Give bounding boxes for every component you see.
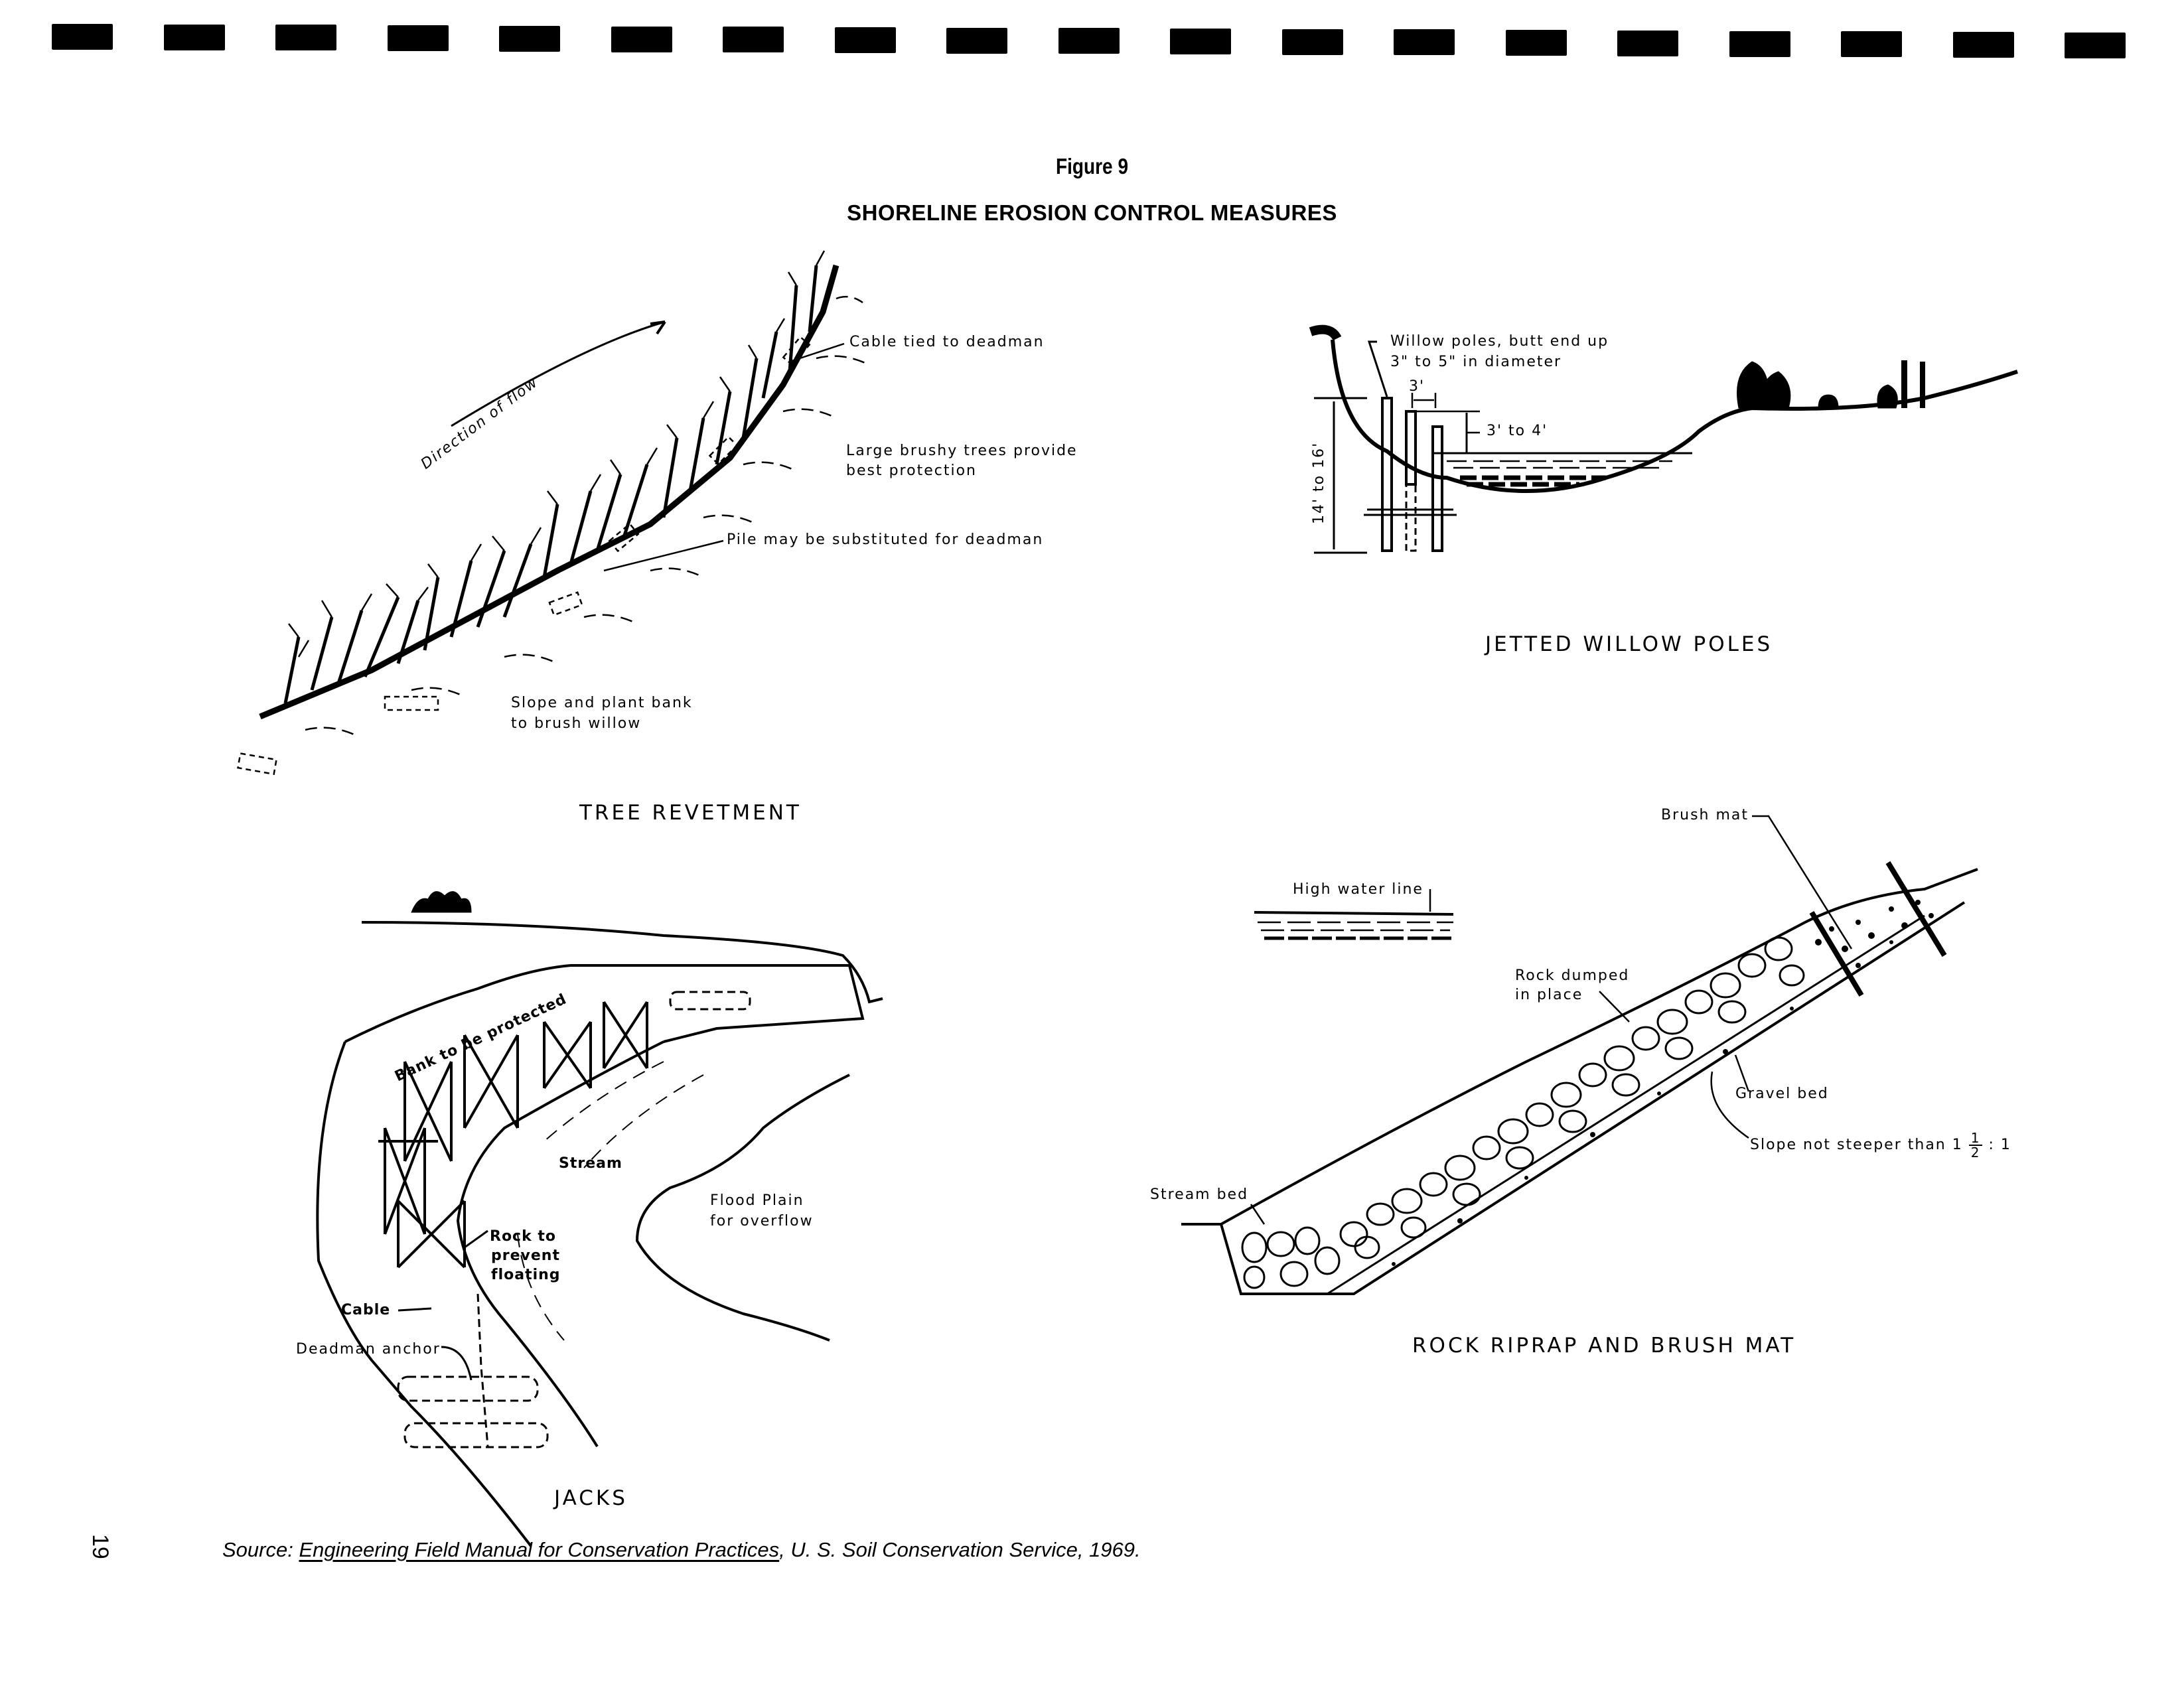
deadman-anchor-label: Deadman anchor bbox=[296, 1341, 441, 1358]
brush-mat-label: Brush mat bbox=[1661, 807, 1749, 823]
rock-riprap-drawing bbox=[1181, 815, 1978, 1295]
jacks-caption: JACKS bbox=[554, 1486, 628, 1510]
tree-revetment-caption: TREE REVETMENT bbox=[579, 801, 802, 825]
high-water-line-label: High water line bbox=[1293, 881, 1423, 898]
tree-revetment-drawing bbox=[237, 250, 870, 776]
willow-poles-label-line1: Willow poles, butt end up bbox=[1390, 333, 1609, 350]
slope-plant-label-line2: to brush willow bbox=[511, 715, 642, 732]
punch-hole bbox=[1617, 30, 1678, 56]
rock-prevent-label-line2: prevent bbox=[491, 1247, 560, 1264]
brushy-trees-label-line1: Large brushy trees provide bbox=[846, 443, 1078, 459]
jack-frames bbox=[378, 1001, 648, 1269]
brushy-trees-label-line2: best protection bbox=[846, 462, 977, 479]
source-citation: Source: Engineering Field Manual for Con… bbox=[222, 1538, 1141, 1562]
rock-prevent-label-line3: floating bbox=[491, 1267, 561, 1283]
punch-hole bbox=[1058, 28, 1120, 54]
flood-plain-label-line2: for overflow bbox=[710, 1213, 814, 1229]
cable-tied-label: Cable tied to deadman bbox=[849, 334, 1045, 350]
punch-hole bbox=[1952, 31, 2014, 58]
slope-plant-label-line1: Slope and plant bank bbox=[511, 695, 693, 711]
willow-poles-label-line2: 3" to 5" in diameter bbox=[1390, 354, 1562, 370]
cable-label: Cable bbox=[341, 1302, 391, 1318]
punch-hole bbox=[723, 27, 784, 53]
source-prefix: Source: bbox=[222, 1538, 299, 1561]
figure-number: Figure 9 bbox=[1055, 154, 1129, 178]
flood-plain-label-line1: Flood Plain bbox=[710, 1192, 804, 1209]
punch-hole bbox=[2065, 32, 2126, 58]
slope-limit-prefix: Slope not steeper than 1 bbox=[1750, 1137, 1963, 1153]
page-number: 19 bbox=[88, 1534, 113, 1559]
punch-hole bbox=[611, 26, 672, 52]
source-title: Engineering Field Manual for Conservatio… bbox=[299, 1538, 780, 1561]
rock-prevent-label-line1: Rock to bbox=[490, 1228, 557, 1245]
stream-bed-label: Stream bed bbox=[1150, 1186, 1249, 1203]
figure-title: SHORELINE EROSION CONTROL MEASURES bbox=[847, 200, 1337, 225]
pile-substitute-label: Pile may be substituted for deadman bbox=[727, 531, 1044, 548]
punch-hole bbox=[1281, 29, 1343, 55]
punch-hole bbox=[1729, 31, 1790, 57]
slope-fraction-denominator: 2 bbox=[1970, 1145, 1981, 1160]
punch-hole bbox=[946, 27, 1007, 54]
slope-limit-suffix: : 1 bbox=[1988, 1137, 2011, 1153]
rock-riprap-caption: ROCK RIPRAP AND BRUSH MAT bbox=[1412, 1334, 1796, 1358]
jacks-drawing bbox=[316, 891, 883, 1547]
jetted-willow-poles-drawing bbox=[1309, 324, 2018, 554]
pole-spacing-label: 3' bbox=[1409, 378, 1425, 395]
stream-label: Stream bbox=[559, 1155, 622, 1172]
punch-hole bbox=[1170, 29, 1231, 54]
punch-hole bbox=[1394, 29, 1455, 56]
slope-fraction-numerator: 1 bbox=[1968, 1131, 1983, 1146]
pole-depth-label: 14' to 16' bbox=[1311, 441, 1327, 524]
punch-hole bbox=[834, 27, 896, 53]
punch-hole bbox=[1841, 31, 1902, 58]
rock-dumped-label-line2: in place bbox=[1515, 987, 1583, 1003]
source-suffix: , U. S. Soil Conservation Service, 1969. bbox=[779, 1538, 1141, 1561]
punch-hole bbox=[52, 24, 113, 50]
slope-limit-label: Slope not steeper than 1 1 2 : 1 bbox=[1750, 1131, 2011, 1159]
gravel-bed-label: Gravel bed bbox=[1735, 1086, 1829, 1102]
punch-hole bbox=[1505, 30, 1567, 56]
punch-hole bbox=[499, 25, 560, 52]
height-above-water-label: 3' to 4' bbox=[1487, 423, 1548, 439]
punch-hole bbox=[387, 25, 449, 52]
punch-hole bbox=[163, 24, 225, 50]
jetted-willow-poles-caption: JETTED WILLOW POLES bbox=[1485, 632, 1773, 656]
rock-dumped-label-line1: Rock dumped bbox=[1515, 967, 1630, 984]
punch-hole bbox=[275, 25, 336, 51]
punch-hole-row bbox=[0, 0, 2184, 80]
slope-limit-fraction: 1 2 bbox=[1968, 1131, 1983, 1160]
